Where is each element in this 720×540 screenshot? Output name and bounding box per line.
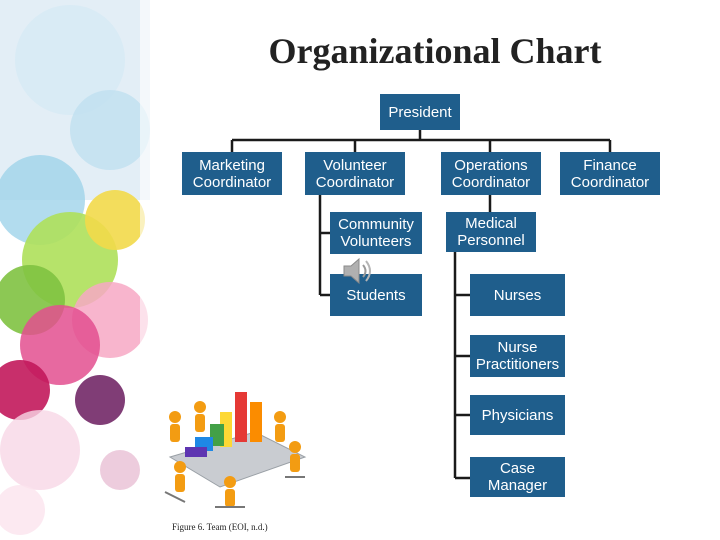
node-volunteer-coordinator: Volunteer Coordinator xyxy=(305,152,405,195)
node-students: Students xyxy=(330,274,422,316)
node-marketing-coordinator: Marketing Coordinator xyxy=(182,152,282,195)
node-president: President xyxy=(380,94,460,130)
page-title: Organizational Chart xyxy=(268,31,602,71)
node-case-manager: Case Manager xyxy=(470,457,565,497)
speaker-icon[interactable] xyxy=(342,256,376,286)
decorative-background-art xyxy=(0,0,150,540)
node-operations-coordinator: Operations Coordinator xyxy=(441,152,541,195)
node-finance-coordinator: Finance Coordinator xyxy=(560,152,660,195)
node-medical-personnel: Medical Personnel xyxy=(446,212,536,252)
node-nurse-practitioners: Nurse Practitioners xyxy=(470,335,565,377)
node-physicians: Physicians xyxy=(470,395,565,435)
figure-caption: Figure 6. Team (EOI, n.d.) xyxy=(172,522,268,532)
node-community-volunteers: Community Volunteers xyxy=(330,212,422,254)
node-nurses: Nurses xyxy=(470,274,565,316)
team-meeting-illustration xyxy=(155,362,315,512)
